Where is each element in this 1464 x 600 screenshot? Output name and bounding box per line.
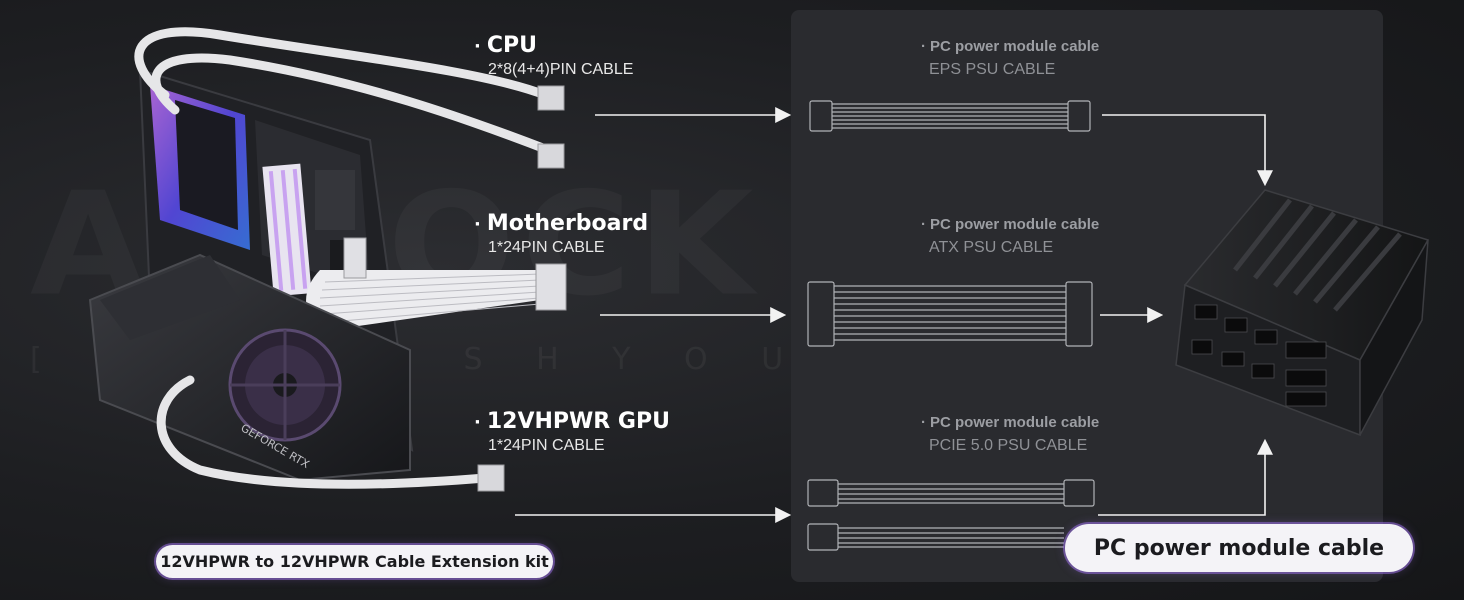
label-motherboard: ·Motherboard 1*24PIN CABLE — [474, 211, 648, 257]
bullet-dot: · — [921, 38, 926, 55]
gpu-image: GEFORCE RTX — [88, 253, 411, 482]
psu-label-eps-title: PC power module cable — [930, 38, 1100, 55]
psu-module-cable-badge: PC power module cable — [1065, 524, 1413, 572]
label-gpu: ·12VHPWR GPU 1*24PIN CABLE — [474, 409, 670, 455]
psu-label-eps: ·PC power module cable EPS PSU CABLE — [921, 38, 1099, 79]
psu-label-atx-subtitle: ATX PSU CABLE — [929, 239, 1054, 256]
label-gpu-title: 12VHPWR GPU — [486, 409, 670, 434]
label-cpu-subtitle: 2*8(4+4)PIN CABLE — [488, 61, 634, 78]
psu-image — [1175, 189, 1430, 437]
gpu-cable-image — [156, 375, 505, 492]
bullet-dot: · — [921, 216, 926, 233]
bullet-dot: · — [474, 214, 481, 235]
psu-label-atx: ·PC power module cable ATX PSU CABLE — [921, 216, 1099, 257]
flow-arrows — [515, 107, 1273, 523]
cpu-cable-image — [134, 27, 565, 169]
psu-label-pcie: ·PC power module cable PCIE 5.0 PSU CABL… — [921, 414, 1099, 455]
label-cpu: ·CPU 2*8(4+4)PIN CABLE — [474, 33, 633, 79]
bullet-dot: · — [474, 412, 481, 433]
pcie-cable-drawing — [807, 479, 1095, 551]
psu-label-atx-title: PC power module cable — [930, 216, 1100, 233]
psu-label-pcie-title: PC power module cable — [930, 414, 1100, 431]
eps-cable-drawing — [809, 100, 1091, 132]
label-motherboard-title: Motherboard — [486, 211, 649, 236]
extension-kit-badge: 12VHPWR to 12VHPWR Cable Extension kit — [156, 545, 553, 578]
bullet-dot: · — [921, 414, 926, 431]
bullet-dot: · — [474, 36, 481, 57]
label-cpu-title: CPU — [486, 33, 537, 58]
psu-label-eps-subtitle: EPS PSU CABLE — [929, 61, 1056, 78]
label-gpu-subtitle: 1*24PIN CABLE — [488, 437, 605, 454]
motherboard-cable-image — [306, 237, 567, 330]
label-motherboard-subtitle: 1*24PIN CABLE — [488, 239, 605, 256]
atx-cable-drawing — [807, 281, 1093, 347]
psu-label-pcie-subtitle: PCIE 5.0 PSU CABLE — [929, 437, 1088, 454]
